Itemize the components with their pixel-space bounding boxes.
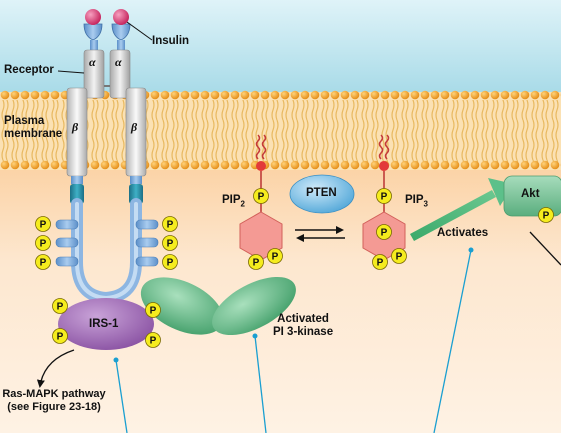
akt-downstream-line bbox=[529, 231, 561, 266]
phosphate-label-receptor-left-1: P bbox=[40, 220, 47, 231]
ras-mapk-arrow bbox=[36, 349, 75, 388]
beta-label-right: β bbox=[131, 120, 138, 134]
kinase-domain-right bbox=[129, 184, 143, 204]
receptor-binding-site-right bbox=[111, 23, 131, 41]
phosphate-label-akt: P bbox=[543, 211, 550, 222]
phosphate-label-pip3-head: P bbox=[381, 192, 388, 203]
ras-mapk-label-line2: (see Figure 23-18) bbox=[7, 400, 101, 413]
pten-enzyme bbox=[289, 174, 355, 214]
alpha-subunit-left bbox=[83, 49, 105, 99]
phosphate-label-receptor-right-1: P bbox=[167, 220, 174, 231]
pointer-dots bbox=[113, 247, 474, 363]
pip2-label-subscript: 2 bbox=[240, 199, 245, 209]
pip2-label: PIP2 bbox=[222, 194, 245, 208]
pip3-label-subscript: 3 bbox=[423, 199, 428, 209]
phosphate-receptor-right-2 bbox=[162, 235, 178, 251]
receptor-label: Receptor bbox=[4, 64, 54, 76]
pip2-label-text: PIP bbox=[222, 194, 241, 206]
ras-mapk-label: Ras-MAPK pathway (see Figure 23-18) bbox=[0, 388, 108, 413]
beta-label-left: β bbox=[72, 120, 79, 134]
insulin-receptor bbox=[55, 23, 159, 305]
insulin-molecules bbox=[85, 9, 129, 25]
receptor-binding-site-left bbox=[83, 23, 103, 41]
phosphate-irs1-bottom-left bbox=[52, 328, 68, 344]
phosphate-irs1-top-left bbox=[52, 298, 68, 314]
phosphate-receptor-left-2 bbox=[35, 235, 51, 251]
phosphate-label-receptor-left-2: P bbox=[40, 239, 47, 250]
activated-pi3k-label-line1: Activated bbox=[277, 313, 329, 325]
phosphate-pip3-ring-left bbox=[372, 254, 388, 270]
phosphate-irs1-top-right bbox=[145, 302, 161, 318]
phosphate-label-receptor-right-3: P bbox=[167, 258, 174, 269]
plasma-membrane-label: Plasma membrane bbox=[4, 115, 62, 141]
phosphate-label-pip3-ring-left: P bbox=[377, 258, 384, 269]
kinase-domain-left bbox=[70, 184, 84, 204]
pip3-label-text: PIP bbox=[405, 194, 424, 206]
phosphate-label-receptor-right-2: P bbox=[167, 239, 174, 250]
phosphate-label-irs1-top-right: P bbox=[150, 306, 157, 317]
phosphate-receptor-right-3 bbox=[162, 254, 178, 270]
activated-pi3k-label-line2: PI 3-kinase bbox=[273, 326, 334, 339]
pointer-lines bbox=[115, 249, 472, 433]
insulin-leader bbox=[126, 21, 153, 41]
pip3-label: PIP3 bbox=[405, 194, 428, 208]
phosphate-irs1-bottom-right bbox=[145, 332, 161, 348]
insulin-molecule-right bbox=[113, 9, 129, 25]
phosphate-label-irs1-bottom-left: P bbox=[57, 332, 64, 343]
plasma-membrane-label-line2: membrane bbox=[4, 128, 63, 141]
receptor-leader bbox=[57, 70, 85, 74]
akt-kinase bbox=[503, 175, 561, 217]
equilibrium-arrows bbox=[295, 226, 345, 242]
phosphate-receptor-left-1 bbox=[35, 216, 51, 232]
phosphate-label-pip3-ring-top: P bbox=[381, 228, 388, 239]
ras-mapk-label-line1: Ras-MAPK pathway bbox=[2, 388, 106, 400]
phosphate-label-pip2-ring-left: P bbox=[253, 258, 260, 269]
phosphate-label-receptor-left-3: P bbox=[40, 258, 47, 269]
insulin-label: Insulin bbox=[152, 35, 190, 47]
phosphate-label-pip2-ring-right: P bbox=[272, 252, 279, 263]
phosphate-pip3-ring-top bbox=[376, 224, 392, 240]
phosphate-label-pip2-head: P bbox=[258, 192, 265, 203]
phosphate-receptor-right-1 bbox=[162, 216, 178, 232]
plasma-membrane bbox=[0, 90, 561, 170]
pten-label: PTEN bbox=[306, 187, 337, 199]
plasma-membrane-label-line1: Plasma bbox=[4, 115, 45, 127]
phosphate-pip3-head bbox=[376, 188, 392, 204]
akt-label: Akt bbox=[521, 188, 540, 200]
alpha-subunit-right bbox=[109, 49, 131, 99]
phosphate-pip2-head bbox=[253, 188, 269, 204]
irs1-label: IRS-1 bbox=[89, 318, 119, 330]
alpha-label-right: α bbox=[115, 55, 122, 69]
phosphate-label-irs1-bottom-right: P bbox=[150, 336, 157, 347]
phosphate-label-pip3-ring-right: P bbox=[396, 252, 403, 263]
irs1-protein bbox=[58, 298, 154, 350]
activated-pi3k-label: Activated PI 3-kinase bbox=[273, 313, 333, 339]
activates-label: Activates bbox=[437, 227, 489, 239]
phosphate-akt bbox=[538, 207, 554, 223]
phosphate-label-irs1-top-left: P bbox=[57, 302, 64, 313]
pi3-kinase bbox=[140, 276, 296, 336]
insulin-molecule-left bbox=[85, 9, 101, 25]
phosphate-pip3-ring-right bbox=[391, 248, 407, 264]
phosphate-pip2-ring-left bbox=[248, 254, 264, 270]
phosphate-pip2-ring-right bbox=[267, 248, 283, 264]
phosphate-receptor-left-3 bbox=[35, 254, 51, 270]
alpha-label-left: α bbox=[89, 55, 96, 69]
